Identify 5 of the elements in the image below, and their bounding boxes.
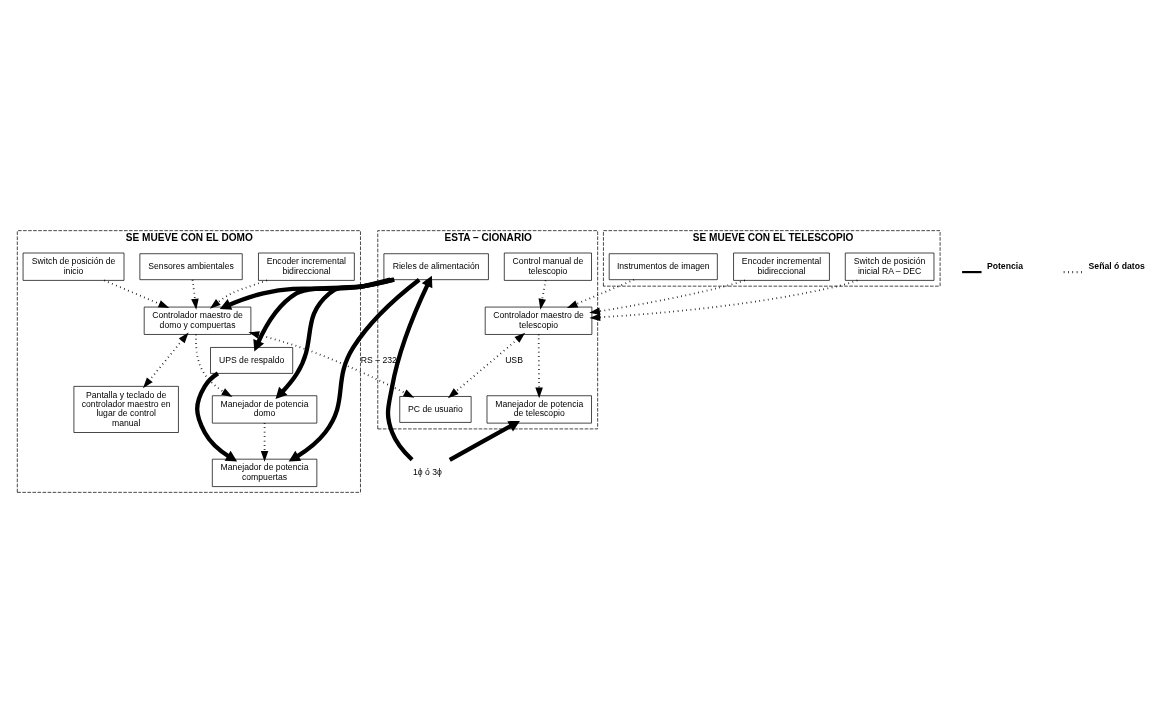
edge-label: RS – 232 [360, 354, 397, 365]
legend-label: Señal ó datos [1088, 260, 1145, 271]
legend-label: Potencia [986, 260, 1023, 271]
node-text: 1ϕ ó 3ϕ [413, 467, 442, 478]
edge-label: USB [505, 354, 523, 365]
